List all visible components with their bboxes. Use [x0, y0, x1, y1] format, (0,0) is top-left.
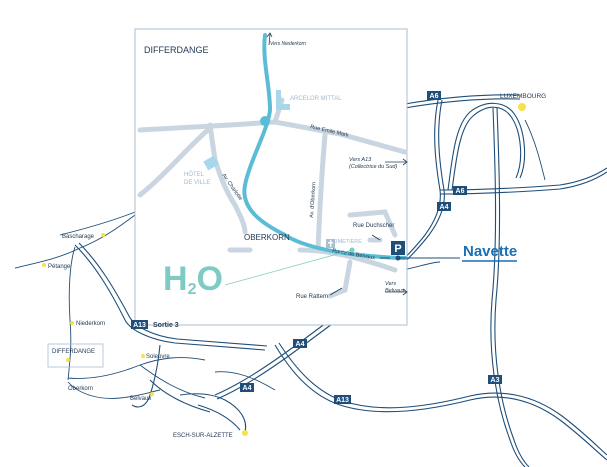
- direction-arrows: [266, 32, 408, 296]
- label-petange: Pétange: [48, 264, 71, 270]
- label-luxembourg: LUXEMBOURG: [500, 93, 546, 100]
- cross-icon: [326, 239, 335, 248]
- label-niederkorn: Niederkorn: [76, 321, 105, 327]
- label-cimetiere: CIMETIÈRE: [332, 238, 362, 245]
- town-dot-niederkorn: [70, 321, 74, 325]
- svg-text:A3: A3: [491, 377, 500, 384]
- parking-sign: P: [391, 241, 405, 255]
- svg-text:A4: A4: [243, 385, 252, 392]
- shield-a13: A13: [131, 320, 148, 329]
- svg-text:A4: A4: [440, 204, 449, 211]
- svg-text:A6: A6: [456, 188, 465, 195]
- shield-a4-low: A4: [240, 383, 254, 392]
- roundabout: [260, 116, 270, 126]
- h2o-logo-text: H2O: [163, 260, 223, 298]
- town-dot-soleuvre: [141, 354, 145, 358]
- label-belvaux: Belvaux: [130, 396, 151, 402]
- svg-text:P: P: [394, 243, 401, 255]
- differdange-inset-frame: [47, 343, 104, 368]
- detail-title: DIFFERDANGE: [144, 45, 209, 55]
- label-hotel-line2: DE VILLE: [184, 180, 210, 186]
- shield-a3: A3: [488, 375, 502, 384]
- town-dot-esch: [242, 430, 248, 436]
- label-soleuvre: Soleuvre: [146, 354, 170, 360]
- label-esch: ESCH-SUR-ALZETTE: [173, 433, 233, 439]
- label-vers-a13-line1: Vers A13: [349, 157, 372, 163]
- svg-text:A6: A6: [430, 93, 439, 100]
- label-vers-niederkorn: Vers Niederkorn: [270, 41, 306, 47]
- label-vers-belvaux-line1: Vers: [385, 281, 396, 287]
- h2o-logo: H2O: [163, 260, 223, 298]
- label-rue-rattem: Rue Rattem: [296, 294, 328, 300]
- town-dot-differdange: [66, 358, 70, 362]
- label-differdange-regional: DIFFERDANGE: [52, 349, 95, 355]
- label-hotel-line1: HÔTEL: [184, 171, 205, 178]
- label-oberkorn-regional: Oberkorn: [68, 386, 93, 392]
- town-dot-petange: [42, 263, 46, 267]
- label-oberkorn: OBERKORN: [244, 233, 290, 242]
- label-vers-a13-line2: (Collectrice du Sud): [349, 164, 397, 170]
- h2o-pointer-line: [224, 249, 353, 286]
- town-dot-luxembourg: [518, 103, 526, 111]
- detail-map-frame: [134, 28, 408, 326]
- shield-a6-top: A6: [427, 91, 441, 100]
- label-arcelor: ARCELOR MITTAL: [290, 96, 342, 102]
- arcelor-building: [276, 90, 290, 110]
- shield-a4-right: A4: [437, 202, 451, 211]
- hotel-de-ville-building: [203, 155, 219, 171]
- shield-a13-low: A13: [334, 395, 351, 404]
- shield-a4-mid: A4: [293, 339, 307, 348]
- town-dot-belvaux: [150, 392, 154, 396]
- label-av-oberkorn: Av. d'Oberkorn: [309, 182, 317, 218]
- h2o-location-dot: [349, 247, 355, 253]
- shield-a6-mid: A6: [453, 186, 467, 195]
- river: [242, 33, 407, 260]
- svg-text:A13: A13: [336, 397, 349, 404]
- town-dot-bascharage: [101, 233, 105, 237]
- regional-secondary-roads: [14, 119, 546, 399]
- svg-text:A4: A4: [296, 341, 305, 348]
- svg-text:A13: A13: [133, 322, 146, 329]
- label-rue-duchscher: Rue Duchscher: [353, 223, 394, 229]
- navette-label: Navette: [463, 243, 517, 260]
- local-roads: [137, 97, 408, 299]
- label-vers-belvaux-line2: Belvaux: [385, 288, 405, 294]
- label-sortie-3: Sortie 3: [153, 322, 179, 329]
- label-bascharage: Bascharage: [62, 234, 95, 240]
